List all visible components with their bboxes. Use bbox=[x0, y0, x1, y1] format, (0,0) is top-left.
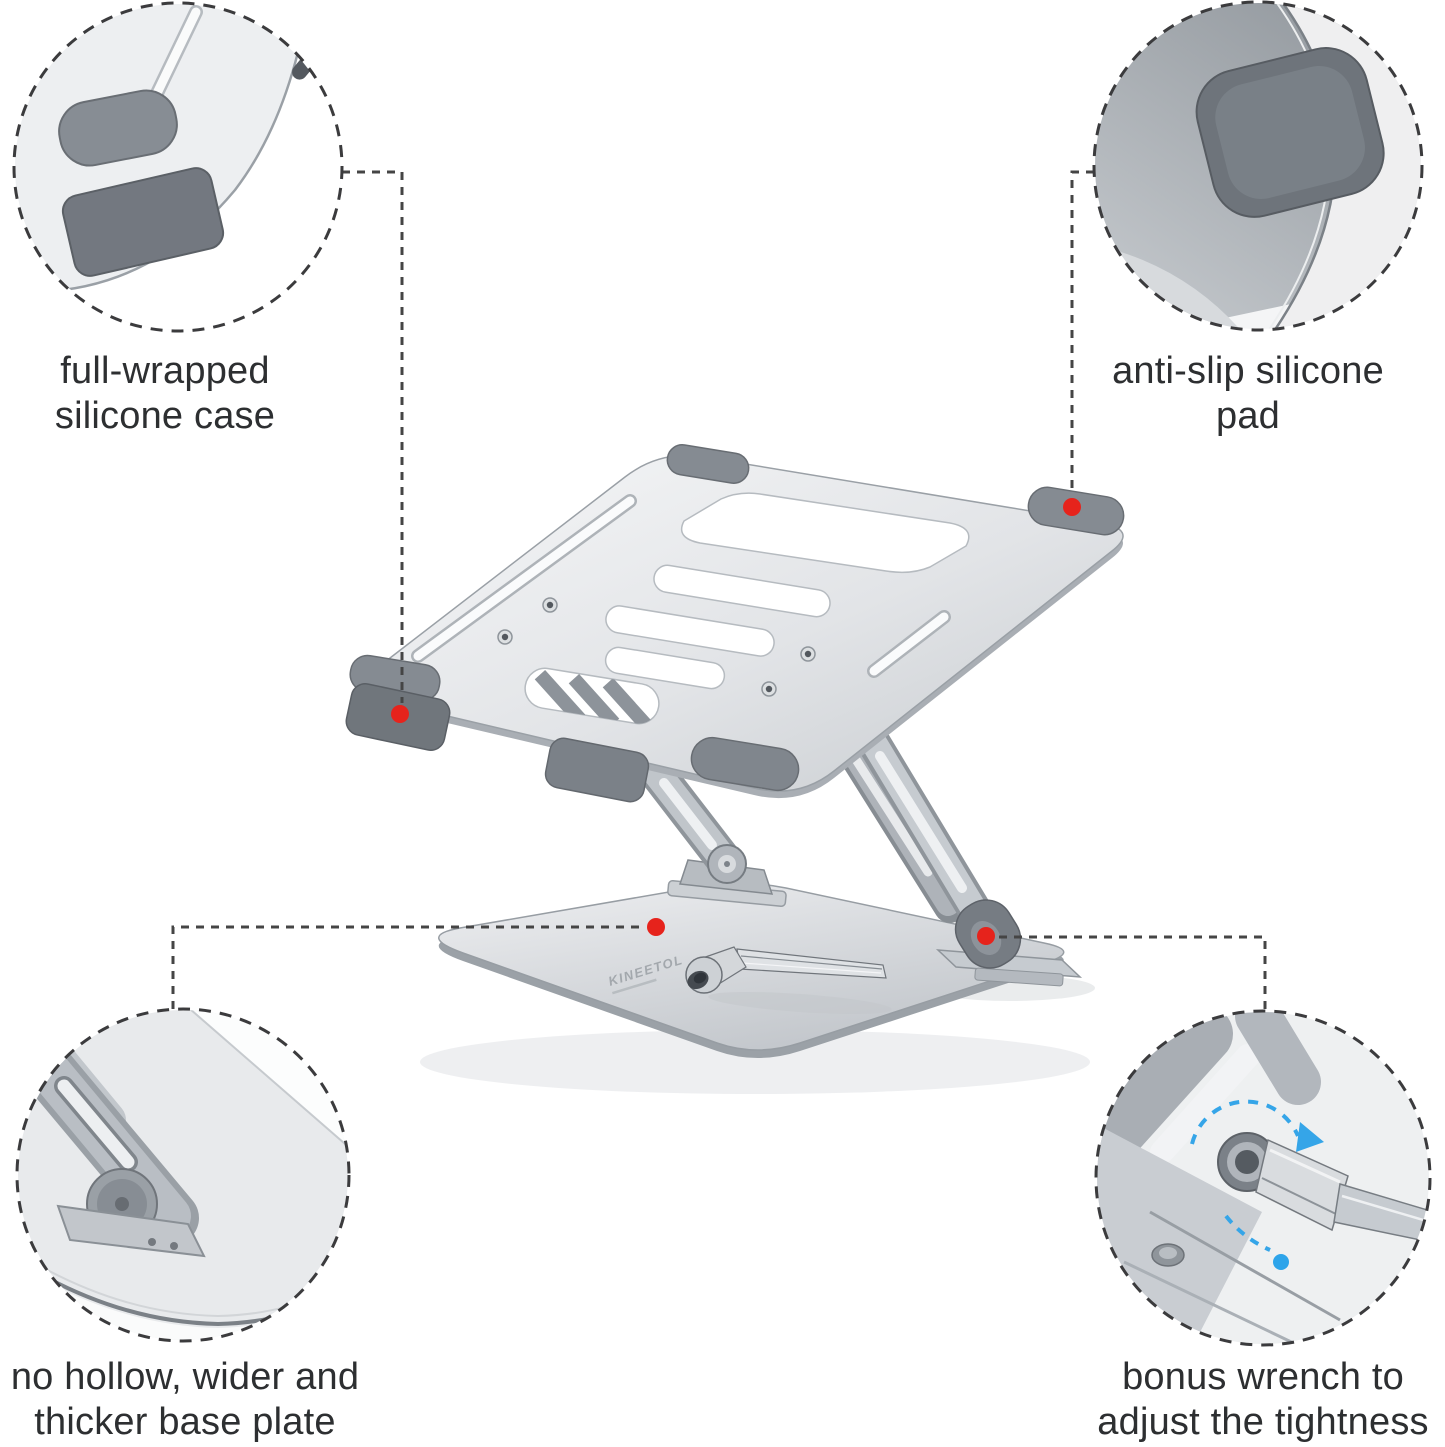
slide-rails bbox=[411, 494, 951, 678]
rotate-arrow bbox=[1190, 1099, 1324, 1270]
callout-circle-silicone-pad bbox=[1092, 0, 1424, 332]
label-line: pad bbox=[1215, 395, 1280, 437]
callout-circle-silicone-case bbox=[12, 1, 344, 333]
callout-base-plate bbox=[15, 1007, 351, 1343]
wrench bbox=[685, 946, 892, 1015]
marker-dot-base-plate bbox=[647, 918, 665, 936]
label-line: anti-slip silicone bbox=[1112, 350, 1384, 392]
screw-holes bbox=[497, 597, 816, 697]
marker-dot-silicone-pad bbox=[1063, 498, 1081, 516]
cable-hole bbox=[680, 492, 970, 574]
label-line: silicone case bbox=[54, 395, 276, 437]
marker-dots bbox=[391, 498, 1081, 945]
callout-circle-wrench bbox=[1094, 1009, 1432, 1347]
callout-silicone-pad bbox=[1092, 0, 1424, 332]
label-line: no hollow, wider and bbox=[10, 1356, 360, 1398]
label-line: bonus wrench to bbox=[1122, 1356, 1404, 1398]
front-hinge-knob bbox=[707, 844, 747, 884]
leader-line-silicone-case bbox=[342, 170, 404, 703]
platform bbox=[368, 454, 1124, 799]
callout-label-base-plate: no hollow, wider and thicker base plate bbox=[0, 1355, 385, 1445]
leader-line-base-plate bbox=[171, 925, 644, 1009]
laptop-stand: KINEETOL bbox=[345, 444, 1125, 1094]
marker-dot-wrench bbox=[977, 927, 995, 945]
callout-wrench bbox=[1094, 1009, 1432, 1347]
front-lip-pad bbox=[544, 737, 650, 803]
label-line: adjust the tightness bbox=[1097, 1401, 1429, 1443]
marker-dot-silicone-case bbox=[391, 705, 409, 723]
label-line: full-wrapped bbox=[60, 350, 270, 392]
callout-circle-base-plate bbox=[15, 1007, 351, 1343]
leader-line-silicone-pad bbox=[1070, 170, 1094, 495]
leader-lines bbox=[171, 170, 1267, 1009]
callout-silicone-case bbox=[12, 1, 344, 333]
wrench-socket bbox=[1255, 1138, 1349, 1232]
callout-label-silicone-case: full-wrapped silicone case bbox=[0, 349, 330, 439]
base-shadow bbox=[420, 1030, 1090, 1094]
callout-label-wrench: bonus wrench to adjust the tightness bbox=[1066, 1355, 1445, 1445]
callout-label-silicone-pad: anti-slip silicone pad bbox=[1048, 349, 1445, 439]
label-line: thicker base plate bbox=[34, 1401, 336, 1443]
vent-visible-bars bbox=[534, 670, 654, 727]
brand-subtitle-line bbox=[612, 978, 657, 995]
wrench-handle bbox=[1333, 1183, 1429, 1243]
